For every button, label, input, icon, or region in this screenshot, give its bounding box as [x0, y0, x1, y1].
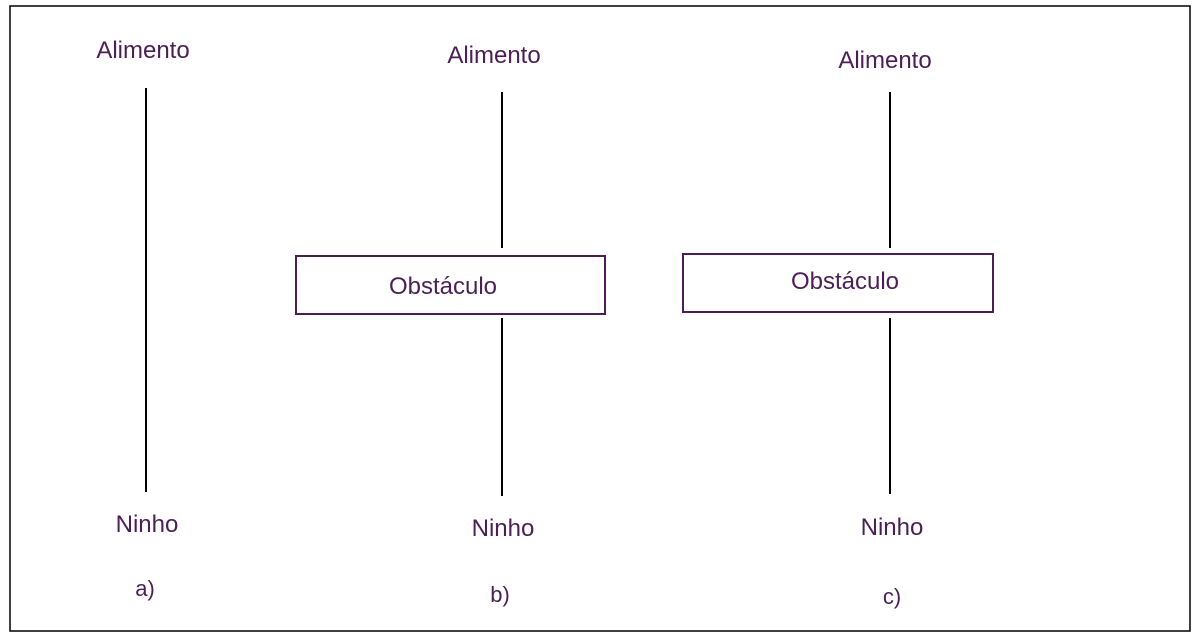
ant-icon: [561, 362, 575, 382]
ant-icon: [1106, 320, 1120, 340]
ant-icon: [523, 380, 537, 400]
ant-icon: [833, 220, 847, 240]
ant-icon: [1016, 333, 1036, 347]
ant-icon: [85, 388, 99, 408]
ant-icon: [442, 392, 456, 412]
ant-icon: [465, 374, 479, 394]
ant-icon: [722, 225, 742, 239]
ant-icon: [1103, 278, 1117, 298]
nest-label: Ninho: [861, 514, 924, 541]
ant-icon: [163, 379, 177, 399]
ant-icon: [518, 155, 532, 175]
ant-icon: [904, 327, 918, 347]
ant-icon: [515, 211, 529, 231]
ant-icon: [905, 382, 919, 402]
ant-icon: [861, 205, 875, 225]
panel-b: Alimento Obstáculo Ninho b): [295, 42, 606, 607]
panel-a: Alimento Ninho a): [81, 37, 225, 601]
ant-icon: [833, 392, 847, 412]
ant-icon: [474, 329, 488, 349]
ant-icon: [474, 106, 488, 126]
ant-icon: [861, 102, 875, 122]
food-label: Alimento: [96, 37, 189, 64]
ant-icon: [861, 327, 875, 347]
ant-icon: [480, 150, 494, 170]
ant-icon: [787, 224, 807, 238]
obstacle-box: [295, 255, 606, 315]
ant-icon: [1002, 369, 1022, 383]
ant-icon: [1063, 268, 1077, 288]
ant-icon: [904, 433, 918, 453]
obstacle-label: Obstáculo: [791, 268, 899, 295]
ant-icon: [553, 187, 567, 207]
ant-icon: [81, 222, 95, 242]
nest-label: Ninho: [116, 511, 179, 538]
ant-icon: [158, 206, 172, 226]
ant-icon: [648, 273, 662, 293]
nest-label: Ninho: [472, 515, 535, 542]
obstacle-box: [682, 253, 994, 313]
ant-icon: [161, 431, 175, 451]
ant-icon: [161, 99, 175, 119]
ant-icon: [1057, 378, 1077, 392]
ant-icon: [843, 168, 857, 188]
part-label: c): [883, 584, 901, 609]
ant-icon: [867, 148, 881, 168]
ant-icon: [808, 321, 828, 335]
ant-icon: [188, 252, 202, 272]
ant-icon: [198, 358, 212, 378]
ant-icon: [713, 328, 733, 342]
ant-icon: [903, 103, 917, 123]
ant-icon: [94, 168, 108, 188]
food-label: Alimento: [447, 42, 540, 69]
ant-icon: [518, 332, 532, 352]
part-label: b): [490, 582, 510, 607]
ant-icon: [91, 294, 105, 314]
ant-icon: [118, 316, 132, 336]
obstacle-label: Obstáculo: [389, 273, 497, 300]
ant-icon: [863, 428, 877, 448]
panel-c: Alimento Obstáculo: [648, 47, 1120, 609]
ant-icon: [163, 150, 177, 170]
ant-icon: [439, 220, 453, 240]
ant-icon: [940, 180, 954, 200]
ant-icon: [118, 99, 132, 119]
ant-icon: [903, 207, 917, 227]
ant-icon: [121, 147, 135, 167]
ant-icon: [118, 256, 132, 276]
ant-icon: [1015, 270, 1029, 290]
ant-icon: [1064, 341, 1084, 355]
ant-icon: [1073, 228, 1087, 248]
ant-icon: [1010, 221, 1030, 235]
frame-border: [9, 5, 1191, 632]
ant-icon: [476, 430, 490, 450]
ant-icon: [474, 208, 488, 228]
ant-icon: [1060, 303, 1074, 323]
ant-icon: [967, 333, 987, 347]
ant-icon: [960, 223, 980, 237]
ant-icon: [163, 324, 177, 344]
food-label: Alimento: [838, 47, 931, 74]
ant-icon: [448, 182, 462, 202]
ant-icon: [948, 358, 962, 378]
ant-icon: [857, 370, 871, 390]
ant-icon: [992, 188, 1012, 202]
ant-icon: [118, 203, 132, 223]
ant-icon: [198, 175, 212, 195]
ant-icon: [118, 428, 132, 448]
ant-icon: [161, 260, 175, 280]
ant-icon: [907, 152, 921, 172]
ant-icon: [211, 304, 225, 324]
part-label: a): [135, 576, 155, 601]
ant-icon: [524, 440, 538, 460]
ant-icon: [953, 410, 967, 430]
ant-icon: [765, 330, 785, 344]
ant-icon: [1047, 178, 1067, 192]
ant-icon: [515, 106, 529, 126]
ant-icon: [113, 368, 127, 388]
